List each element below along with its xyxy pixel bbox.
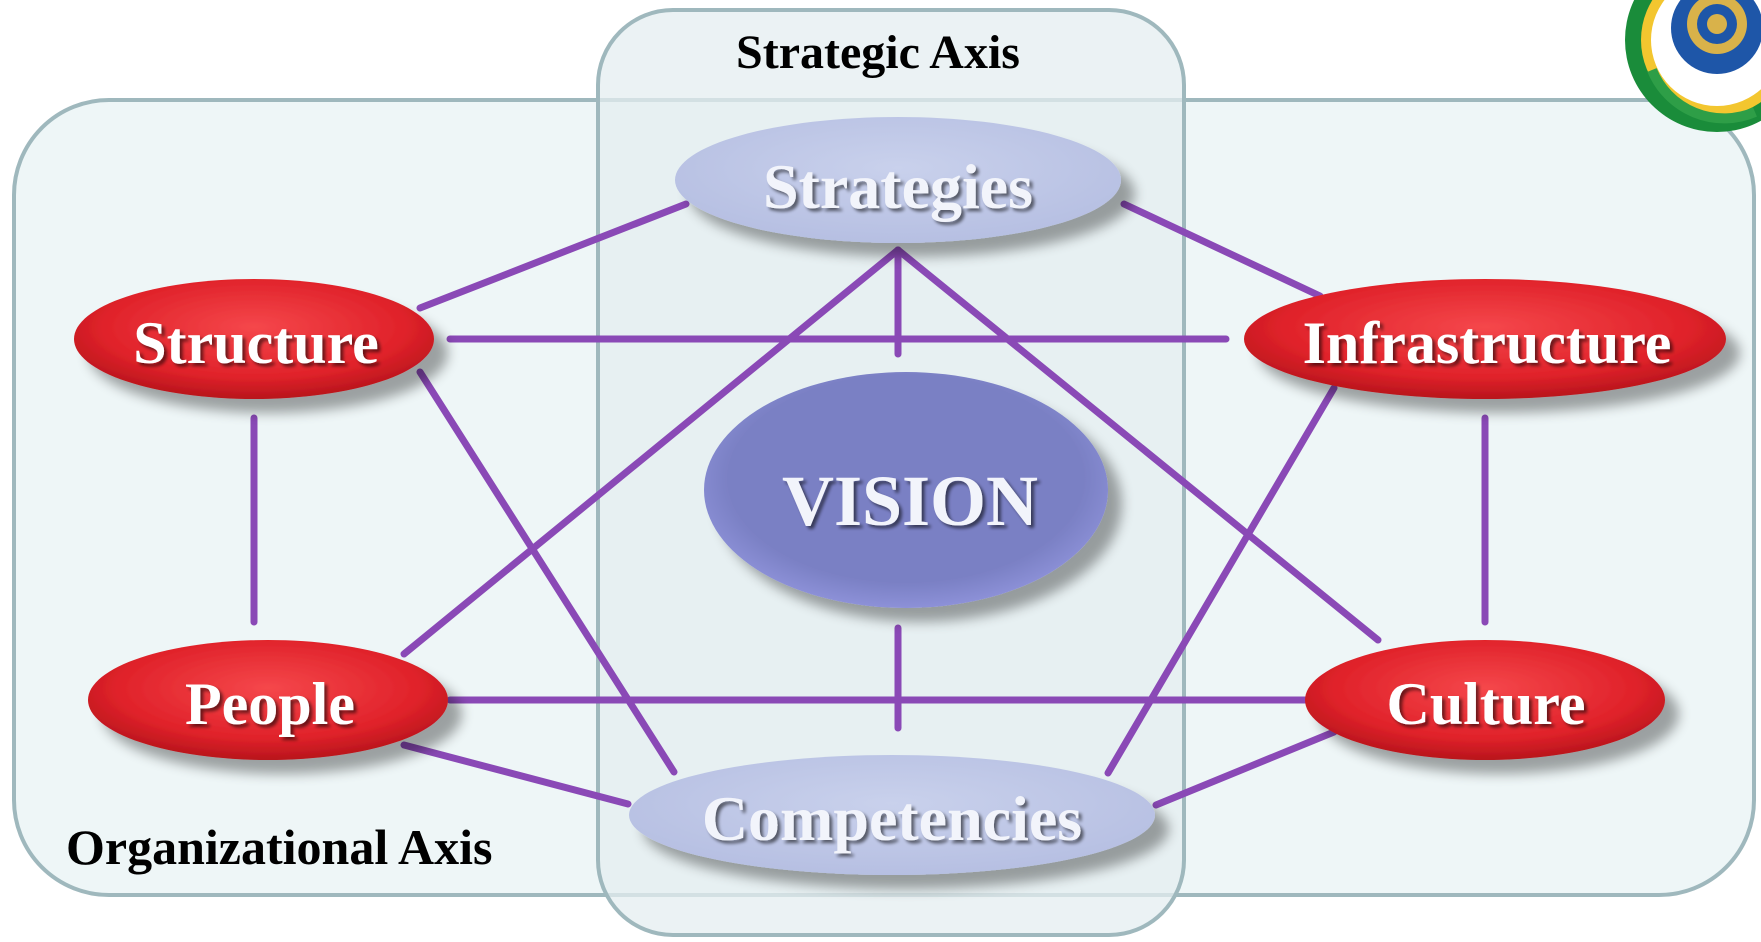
node-structure-label: Structure: [133, 310, 379, 376]
university-seal-logo: [1625, 0, 1761, 132]
line-strategies-culture: [894, 246, 1382, 644]
node-people-label: People: [185, 671, 355, 737]
node-infrastructure: [1244, 279, 1726, 399]
node-people: [88, 640, 448, 760]
connector-lines: [250, 200, 1489, 809]
line-strategies-people: [400, 246, 902, 658]
node-strategies-label: Strategies: [763, 151, 1033, 222]
line-culture-competencies: [1152, 728, 1338, 809]
node-vision: [704, 372, 1108, 608]
node-vision-label: VISION: [782, 461, 1038, 541]
strategic-axis-label: Strategic Axis: [736, 26, 1020, 79]
node-competencies-label: Competencies: [702, 783, 1082, 854]
line-infrastructure-competencies: [1104, 384, 1338, 777]
node-culture: [1305, 640, 1665, 760]
organizational-axis-label: Organizational Axis: [66, 819, 492, 875]
node-culture-label: Culture: [1387, 671, 1586, 737]
line-people-competencies: [400, 741, 632, 808]
line-strategies-infrastructure: [1120, 200, 1324, 300]
node-infrastructure-label: Infrastructure: [1303, 310, 1672, 376]
line-structure-competencies: [416, 368, 678, 776]
line-strategies-structure: [416, 200, 690, 312]
node-competencies: [629, 755, 1155, 875]
node-strategies: [675, 117, 1121, 243]
node-structure: [74, 279, 434, 399]
